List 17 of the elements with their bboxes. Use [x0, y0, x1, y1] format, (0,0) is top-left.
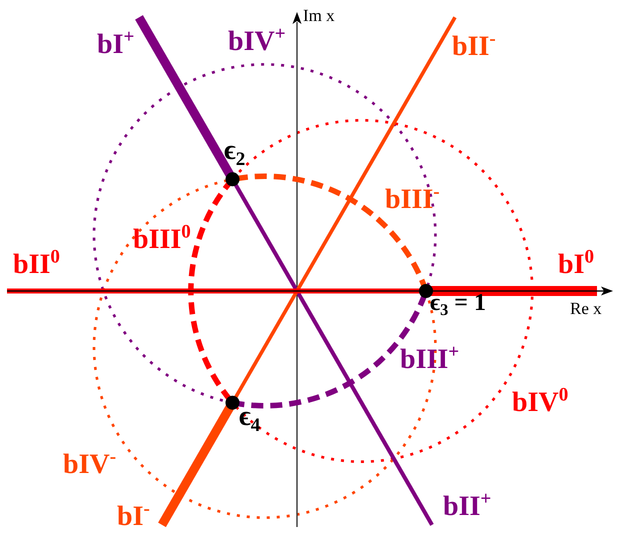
point-label: ϵ$_{2}$ [224, 137, 246, 165]
curve-label: bIV$^{+}$ [228, 28, 286, 56]
axis-label: Im x [303, 7, 335, 24]
curve-label: bI$^{-}$ [117, 503, 150, 531]
curve-label: bIII$^{-}$ [385, 186, 440, 214]
curve-label: bIII$^{+}$ [400, 346, 460, 374]
point-label: ϵ$_{4}$ [239, 403, 260, 431]
curve-label: bIV$^{0}$ [512, 389, 568, 417]
curve-label: bI$^{0}$ [558, 251, 594, 279]
curve-label: bII$^{-}$ [452, 33, 496, 61]
axis-label: Re x [570, 300, 602, 317]
curve-label: bIV$^{-}$ [63, 451, 116, 479]
curve-label: bIII$^{0}$ [133, 226, 191, 254]
curve-label: bII$^{0}$ [13, 251, 60, 279]
curve-label: bI$^{+}$ [97, 31, 134, 59]
point-label: ϵ$_{3}$ = 1 [430, 291, 486, 315]
curve-label: bII$^{+}$ [443, 493, 492, 521]
